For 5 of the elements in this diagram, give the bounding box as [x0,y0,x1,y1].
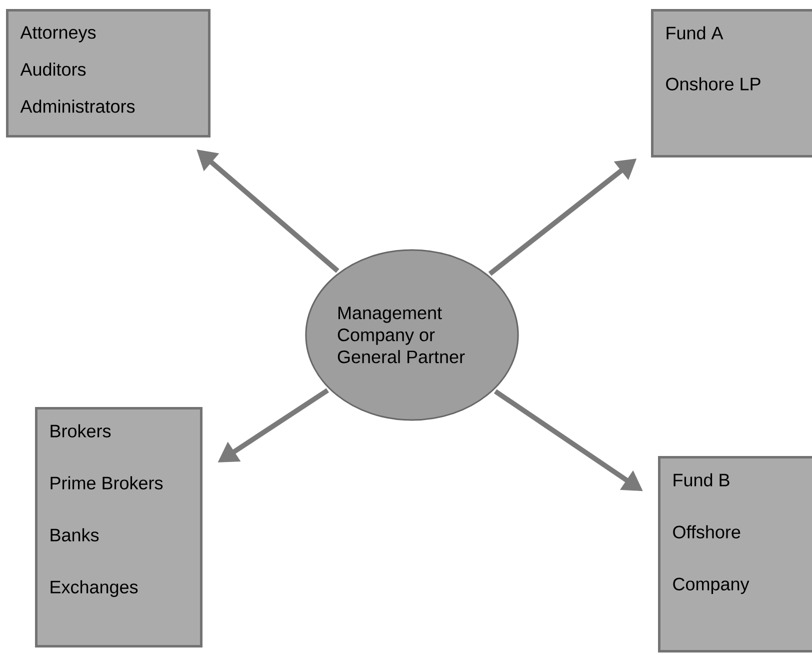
text-box: Fund A Onshore LP [651,8,812,158]
text-box: Fund B Offshore Company [658,456,812,652]
text-box: Brokers Prime Brokers Banks Exchanges [35,406,202,648]
ellipse-node: Management Company or General Partner [305,249,519,421]
text-box: Attorneys Auditors Administrators [6,8,210,138]
